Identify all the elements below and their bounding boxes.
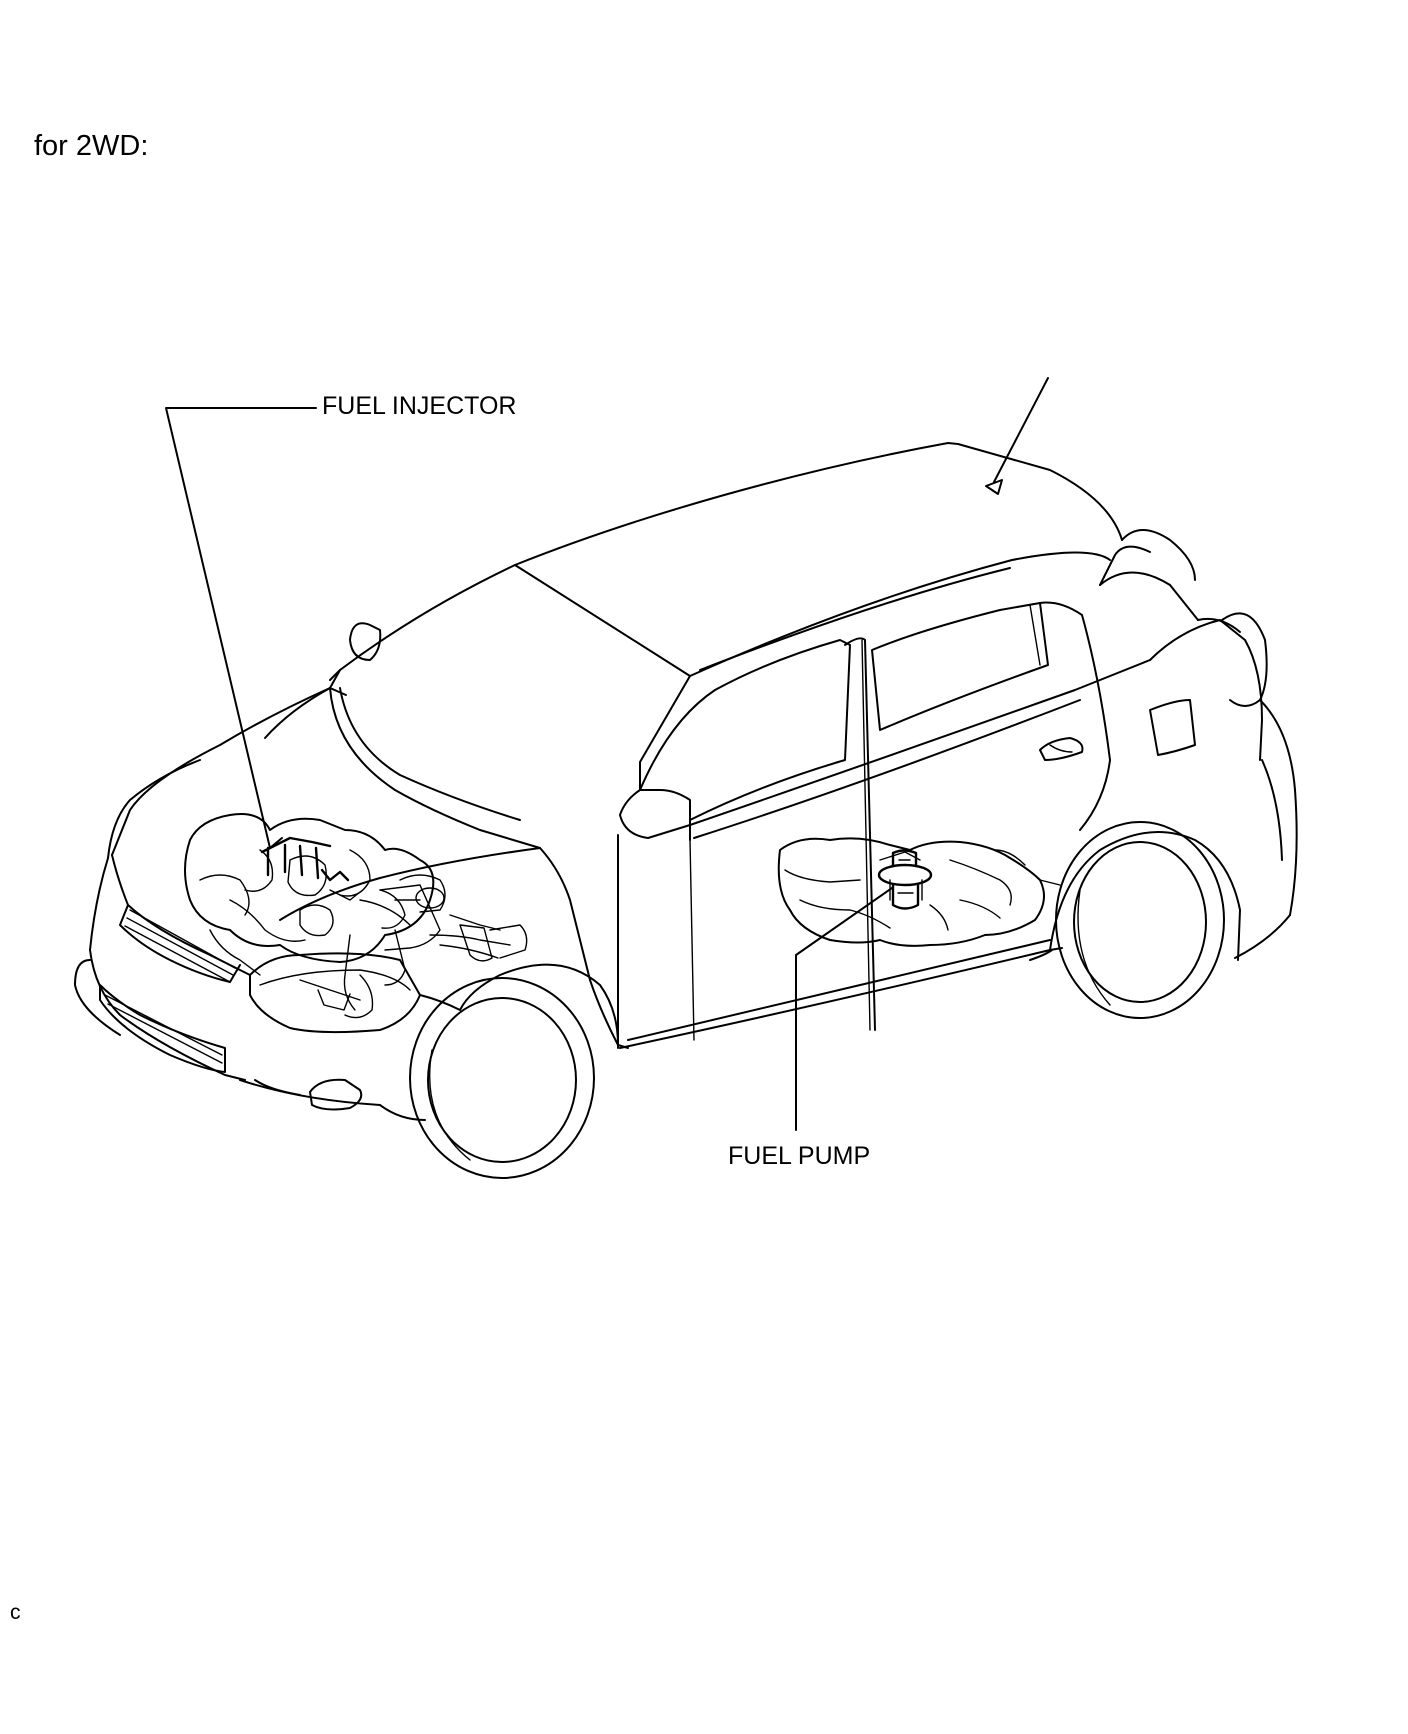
engine-assembly: [184, 813, 528, 1011]
leader-lines: [165, 407, 893, 1131]
diagram-heading: for 2WD:: [34, 130, 149, 162]
fuel-injector-label: FUEL INJECTOR: [322, 392, 517, 420]
fuel-pump-label: FUEL PUMP: [728, 1142, 871, 1170]
corner-code: c: [10, 1601, 21, 1624]
fuel-tank-assembly: [777, 837, 1061, 947]
roof-antenna: [985, 377, 1049, 495]
car-body: [74, 442, 1298, 1179]
